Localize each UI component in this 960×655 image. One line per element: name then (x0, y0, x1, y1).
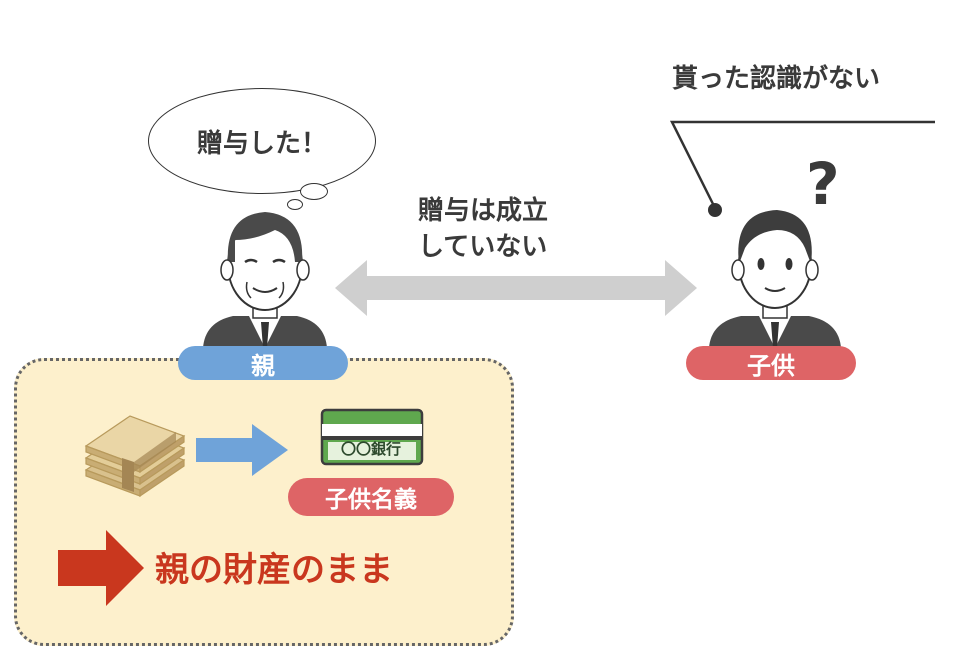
bankbook-icon (320, 408, 424, 466)
parent-speech-text: 贈与した！ (196, 128, 327, 159)
elderly-man-icon (203, 212, 327, 348)
cash-bundle-icon (84, 415, 186, 498)
child-thought-pointer-line (669, 120, 935, 217)
gift-status-line2: していない (418, 232, 548, 262)
conclusion-text: 親の財産のまま (155, 550, 393, 590)
bank-name: 〇〇銀行 (340, 440, 401, 458)
bubble-tail-dot-small (287, 199, 303, 210)
child-label: 子供 (686, 346, 856, 380)
conclusion-arrow-icon (58, 530, 144, 606)
transfer-arrow-icon (196, 424, 288, 476)
child-thought-text: 貰った認識がない (672, 64, 881, 94)
parent-speech-bubble: 贈与した！ (148, 88, 376, 194)
double-arrow-icon (335, 260, 697, 316)
bubble-tail-dot-large (300, 183, 328, 200)
parent-label: 親 (178, 346, 348, 380)
nominee-label: 子供名義 (288, 478, 454, 516)
gift-status-line1: 贈与は成立 (418, 196, 549, 226)
young-man-icon (709, 210, 841, 348)
question-mark-icon: ? (806, 150, 840, 218)
gift-status-text: 贈与は成立 していない (418, 193, 548, 265)
